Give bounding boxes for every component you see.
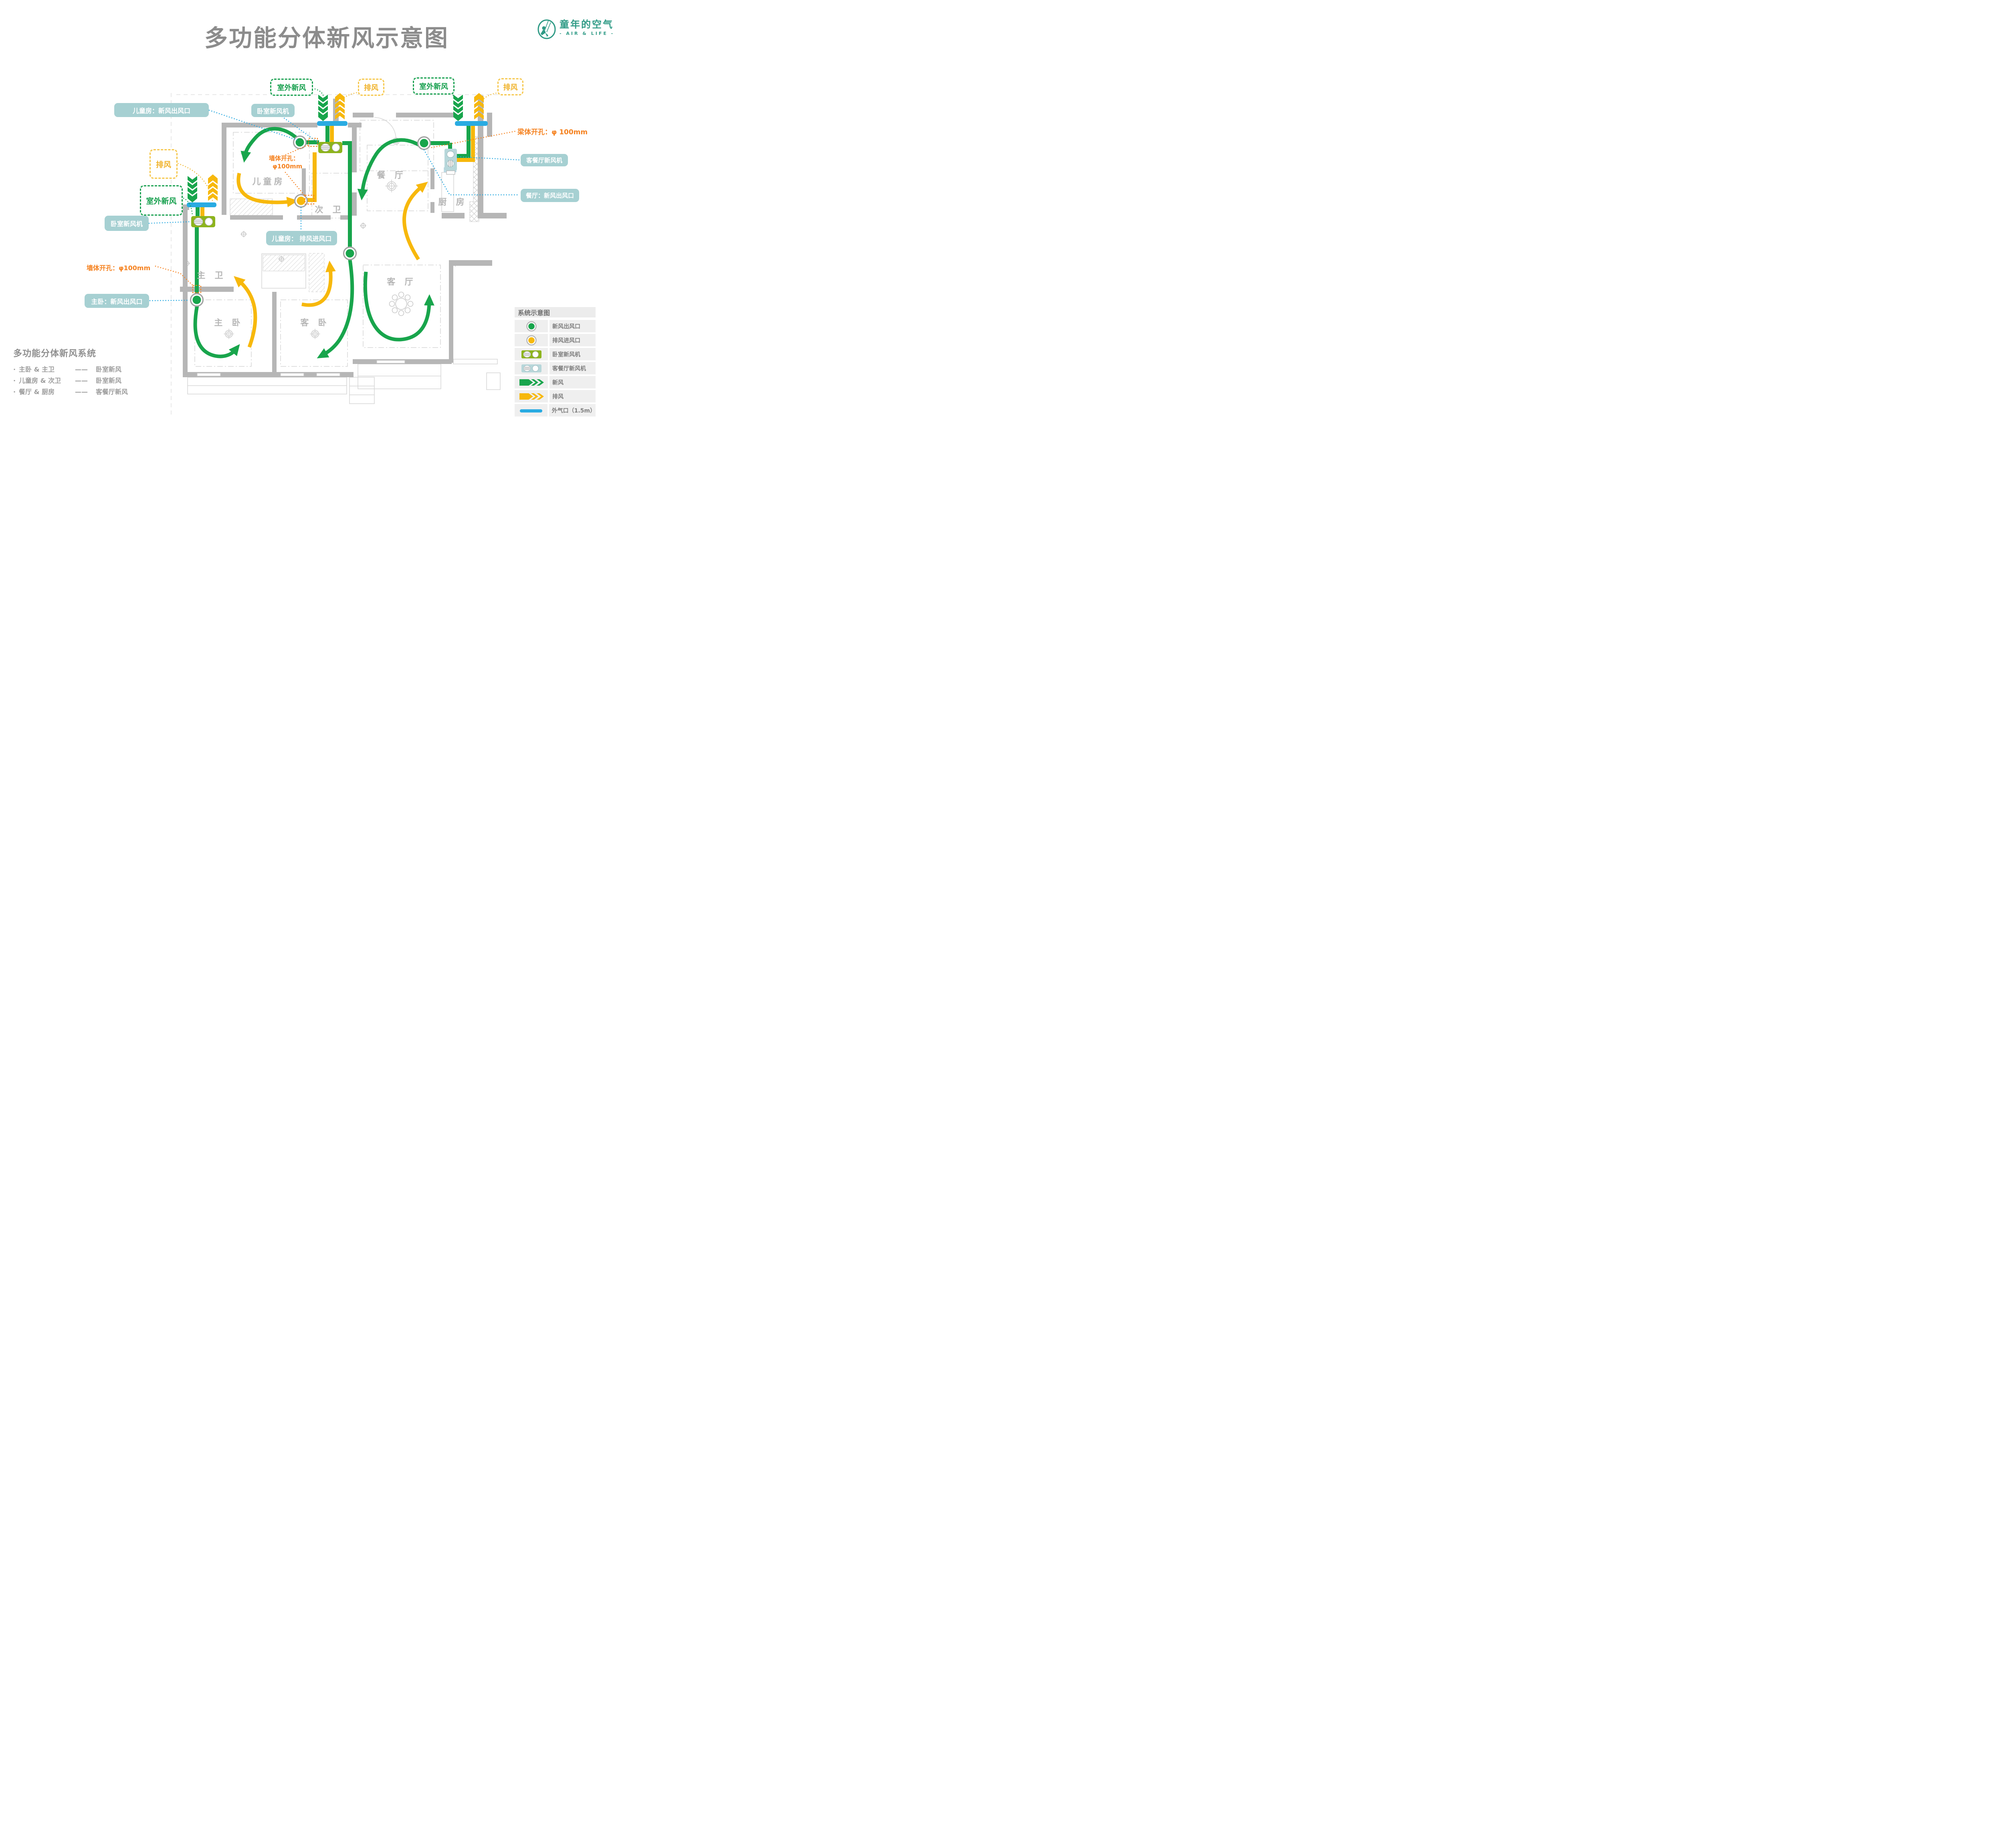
- outlet-guest: [343, 246, 357, 261]
- legend-label: 新风: [549, 376, 596, 388]
- summary-left: 餐厅 & 厨房: [19, 388, 55, 396]
- callout-living-dining-unit: 客餐厅新风机: [521, 154, 568, 166]
- legend-label: 外气口（1.5m）: [549, 404, 596, 417]
- callout-exhaust-center: 排风: [358, 79, 384, 96]
- summary-dash: ——: [75, 377, 88, 384]
- room-label-kitchen: 厨 房: [438, 197, 468, 207]
- legend-label: 排风进风口: [549, 334, 596, 346]
- leader-lines: [148, 88, 520, 301]
- outlet-child: [293, 135, 307, 150]
- outside-vent-bars: [187, 121, 488, 207]
- legend-row-exhaust-inlet: 排风进风口: [515, 334, 596, 346]
- bullet: ·: [13, 377, 16, 384]
- floor-plan: [148, 88, 520, 417]
- diagram-page: 多功能分体新风示意图 童年的空气 - AIR & LIFE - 儿童房 次 卫 …: [0, 0, 620, 420]
- exhaust-flow-arrows: [234, 172, 428, 348]
- exhaust-ducts: [200, 126, 475, 217]
- exhaust-inlet-icon: [515, 334, 548, 346]
- legend-row-bedroom-unit: 卧室新风机: [515, 348, 596, 360]
- annotation-beam-hole: 梁体开孔：φ 100mm: [517, 128, 588, 136]
- callout-dining-fresh-outlet: 餐厅：新风出风口: [521, 189, 579, 202]
- summary-left: 儿童房 & 次卫: [19, 377, 61, 384]
- annotation-wall-hole-mid-line1: 墙体开孔：: [269, 155, 299, 162]
- summary-dash: ——: [75, 388, 88, 396]
- legend-label: 客餐厅新风机: [549, 362, 596, 374]
- summary-row-master: · 主卧 & 主卫 —— 卧室新风: [13, 364, 128, 375]
- callout-bedroom-unit-left: 卧室新风机: [105, 216, 149, 231]
- fresh-outlet-icon: [515, 320, 548, 332]
- bedroom-unit-child: [318, 142, 342, 153]
- legend-label: 排风: [549, 390, 596, 402]
- page-title: 多功能分体新风示意图: [204, 24, 449, 52]
- room-label-bath2: 次 卫: [315, 205, 344, 214]
- callout-outdoor-fresh-left: 室外新风: [140, 185, 183, 216]
- hatched-areas: [230, 136, 479, 292]
- legend-label: 新风出风口: [549, 320, 596, 332]
- callout-bedroom-unit-top: 卧室新风机: [251, 104, 295, 117]
- annotation-wall-hole-mid: 墙体开孔： φ100mm: [269, 154, 302, 170]
- living-rosette: [389, 291, 414, 316]
- room-label-bath1: 主 卫: [197, 271, 226, 280]
- bullet: ·: [13, 366, 16, 373]
- exhaust-arrow-icon: [515, 390, 548, 402]
- legend-row-living-unit: 客餐厅新风机: [515, 362, 596, 374]
- bedroom-unit-icon: [515, 348, 548, 360]
- legend-title: 系统示意图: [515, 307, 596, 317]
- callout-master-fresh-outlet: 主卧：新风出风口: [85, 294, 149, 308]
- callout-outdoor-fresh-center: 室外新风: [270, 79, 313, 96]
- windows: [197, 360, 405, 376]
- hole-markers: [192, 138, 318, 293]
- annotation-wall-hole-mid-line2: φ100mm: [273, 163, 303, 170]
- callout-child-exhaust-inlet: 儿童房： 排风进风口: [266, 231, 337, 245]
- callout-outdoor-fresh-right: 室外新风: [413, 77, 455, 95]
- brand-logo: 童年的空气 - AIR & LIFE -: [537, 19, 614, 39]
- system-summary: 多功能分体新风系统 · 主卧 & 主卫 —— 卧室新风 · 儿童房 & 次卫 —…: [13, 346, 128, 398]
- legend-row-fresh-arrow: 新风: [515, 376, 596, 388]
- summary-left: 主卧 & 主卫: [19, 366, 55, 373]
- legend-row-outside-vent: 外气口（1.5m）: [515, 404, 596, 417]
- living-unit-icon: [515, 362, 548, 374]
- room-label-living: 客 厅: [387, 277, 416, 287]
- fresh-arrow-icon: [515, 376, 548, 388]
- room-label-dining: 餐 厅: [377, 170, 406, 180]
- fresh-air-flow-arrows: [193, 127, 434, 358]
- summary-right: 卧室新风: [96, 366, 122, 373]
- callout-exhaust-right: 排风: [497, 78, 523, 95]
- summary-right: 卧室新风: [96, 377, 122, 384]
- annotation-wall-hole-left: 墙体开孔：φ100mm: [87, 264, 151, 272]
- summary-row-child: · 儿童房 & 次卫 —— 卧室新风: [13, 375, 128, 386]
- outlet-dining: [417, 136, 431, 150]
- legend-panel: 系统示意图 新风出风口 排风进风口 卧室新风机: [515, 307, 596, 418]
- outside-vent-icon: [515, 404, 547, 417]
- legend-label: 卧室新风机: [549, 348, 596, 360]
- exhaust-inlet-child: [294, 194, 308, 208]
- callout-exhaust-left: 排风: [149, 149, 178, 179]
- summary-row-dining: · 餐厅 & 厨房 —— 客餐厅新风: [13, 386, 128, 398]
- callout-child-fresh-outlet: 儿童房：新风出风口: [114, 103, 209, 117]
- summary-title: 多功能分体新风系统: [13, 349, 97, 359]
- legend-row-exhaust-arrow: 排风: [515, 390, 596, 402]
- brand-tagline: - AIR & LIFE -: [560, 31, 615, 36]
- room-label-master: 主 卧: [214, 318, 244, 328]
- fresh-air-outlets: [190, 135, 431, 307]
- brand-swing-icon: [537, 19, 556, 39]
- summary-right: 客餐厅新风: [96, 388, 128, 396]
- outlet-master: [190, 293, 204, 307]
- site-lines: [171, 93, 517, 417]
- living-dining-unit: [444, 149, 457, 175]
- fresh-air-ducts: [195, 126, 471, 294]
- room-label-guest: 客 卧: [300, 318, 330, 328]
- legend-row-fresh-outlet: 新风出风口: [515, 320, 596, 332]
- bullet: ·: [13, 388, 16, 396]
- bedroom-unit-master: [191, 216, 215, 227]
- room-label-child: 儿童房: [252, 177, 285, 186]
- brand-name: 童年的空气: [560, 19, 614, 30]
- summary-dash: ——: [75, 366, 88, 373]
